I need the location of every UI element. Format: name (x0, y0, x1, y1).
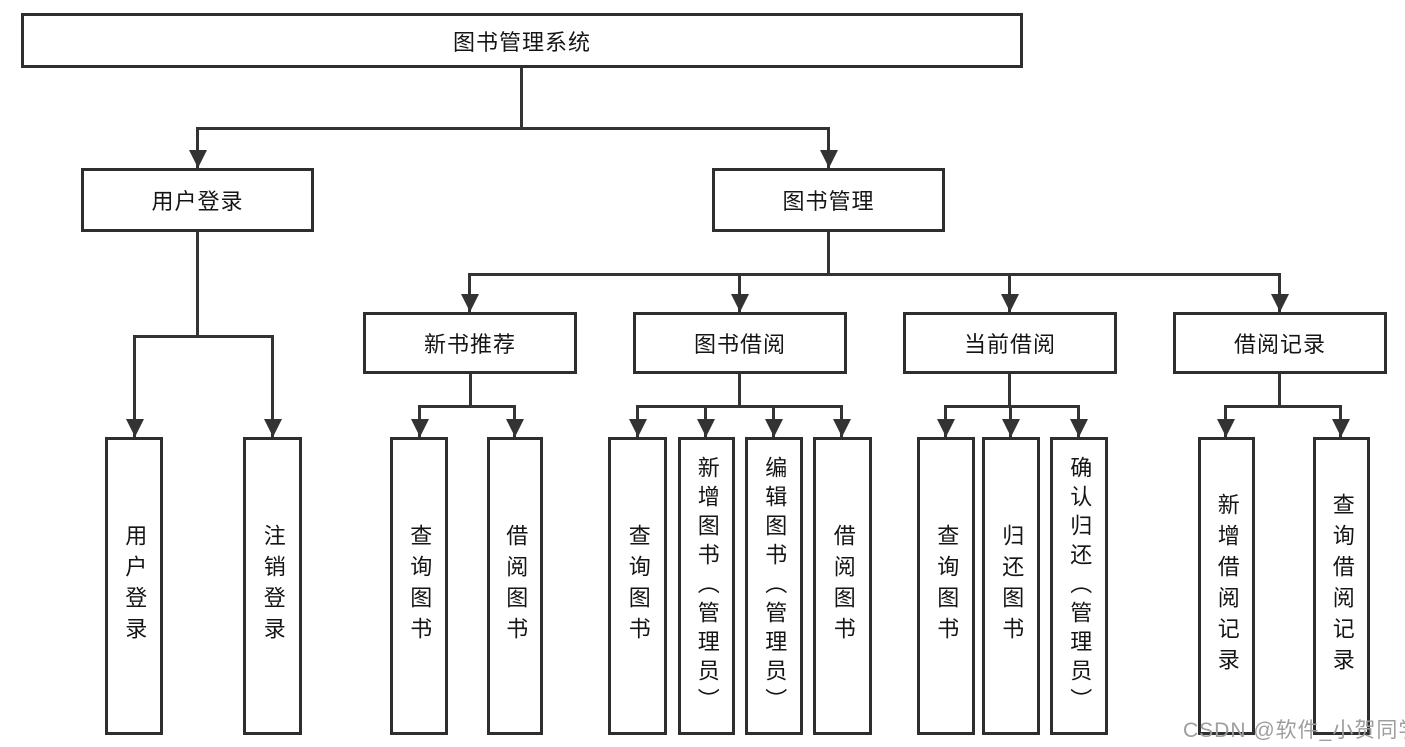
leaf-query-books-recommend: 查询图书 (390, 437, 448, 735)
leaf-label: 新增借阅记录 (1214, 493, 1240, 679)
connector-root-stub (520, 68, 523, 127)
connector-userlogin-stub (196, 232, 199, 335)
arrow-down-icon (1331, 405, 1350, 437)
connector-records-hline (1225, 405, 1342, 408)
leaf-label: 注销登录 (260, 524, 286, 648)
connector-recommend-hline (418, 405, 516, 408)
leaf-borrow-books-borrow: 借阅图书 (813, 437, 872, 735)
leaf-label: 查询图书 (625, 524, 651, 648)
leaf-confirm-return-admin: 确认归还（管理员） (1050, 437, 1108, 735)
leaf-return-books: 归还图书 (982, 437, 1040, 735)
leaf-add-books-admin: 新增图书（管理员） (678, 437, 735, 735)
leaf-query-books-borrow: 查询图书 (608, 437, 667, 735)
connector-userlogin-hline (133, 335, 274, 338)
node-book-borrow: 图书借阅 (633, 312, 847, 374)
arrow-down-icon (819, 127, 838, 168)
arrow-down-icon (730, 273, 749, 312)
arrow-down-icon (1270, 273, 1289, 312)
leaf-label: 新增图书（管理员） (694, 455, 720, 717)
leaf-label: 归还图书 (999, 524, 1025, 648)
csdn-watermark: CSDN @软件_小贺同学 (1183, 719, 1405, 742)
connector-borrow-hline (636, 405, 843, 408)
node-borrow-records: 借阅记录 (1173, 312, 1387, 374)
leaf-query-books-current: 查询图书 (917, 437, 975, 735)
arrow-down-icon (936, 405, 955, 437)
arrow-down-icon (410, 405, 429, 437)
node-new-book-recommend: 新书推荐 (363, 312, 577, 374)
connector-current-hline (945, 405, 1080, 408)
leaf-label: 用户登录 (122, 524, 148, 648)
leaf-edit-books-admin: 编辑图书（管理员） (745, 437, 803, 735)
leaf-label: 借阅图书 (830, 524, 856, 648)
arrow-down-icon (1216, 405, 1235, 437)
connector-borrow-stub (738, 374, 741, 405)
leaf-label: 查询借阅记录 (1329, 493, 1355, 679)
connector-bookmgmt-stub (827, 232, 830, 273)
arrow-down-icon (125, 335, 144, 437)
arrow-down-icon (764, 405, 783, 437)
arrow-down-icon (188, 127, 207, 168)
leaf-query-borrow-record: 查询借阅记录 (1313, 437, 1370, 735)
node-book-management: 图书管理 (712, 168, 945, 232)
leaf-label: 编辑图书（管理员） (762, 455, 788, 717)
connector-records-stub (1278, 374, 1281, 405)
leaf-label: 查询图书 (407, 524, 433, 648)
connector-recommend-stub (469, 374, 472, 405)
arrow-down-icon (1000, 273, 1019, 312)
arrow-down-icon (460, 273, 479, 312)
leaf-borrow-books-recommend: 借阅图书 (487, 437, 543, 735)
arrow-down-icon (696, 405, 715, 437)
arrow-down-icon (505, 405, 524, 437)
leaf-label: 查询图书 (934, 524, 960, 648)
arrow-down-icon (1069, 405, 1088, 437)
leaf-user-login: 用户登录 (105, 437, 163, 735)
node-user-login-group: 用户登录 (81, 168, 314, 232)
node-current-borrow: 当前借阅 (903, 312, 1117, 374)
connector-bookmgmt-hline (469, 273, 1281, 276)
leaf-label: 确认归还（管理员） (1067, 455, 1093, 717)
leaf-logout-login: 注销登录 (243, 437, 302, 735)
arrow-down-icon (832, 405, 851, 437)
leaf-label: 借阅图书 (503, 524, 529, 648)
arrow-down-icon (628, 405, 647, 437)
arrow-down-icon (1001, 405, 1020, 437)
connector-current-stub (1008, 374, 1011, 405)
node-library-system: 图书管理系统 (21, 13, 1023, 68)
connector-root-hline (196, 127, 830, 130)
leaf-add-borrow-record: 新增借阅记录 (1198, 437, 1255, 735)
arrow-down-icon (263, 335, 282, 437)
